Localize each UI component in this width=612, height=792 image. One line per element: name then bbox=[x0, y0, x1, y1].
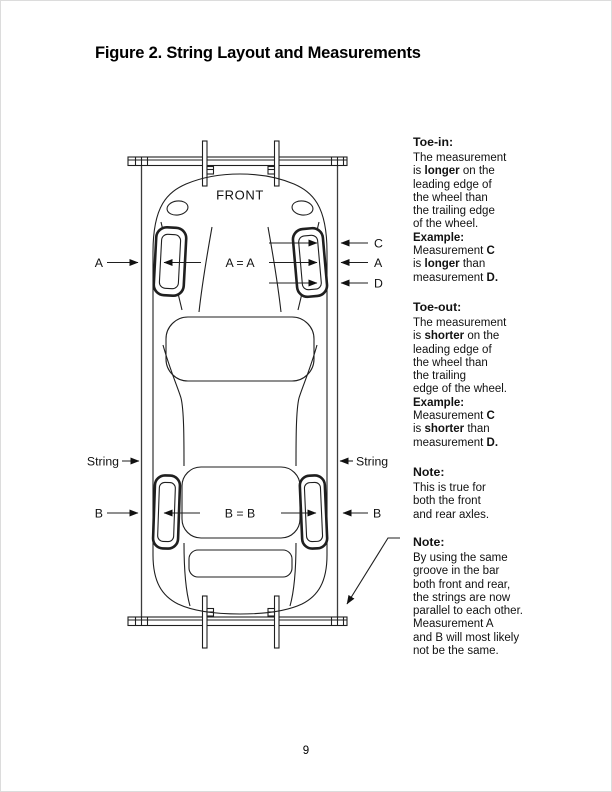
text-line: not be the same. bbox=[413, 645, 499, 658]
text-line: of the wheel. bbox=[413, 218, 479, 231]
text-line: the trailing edge bbox=[413, 205, 495, 218]
trunk-inset bbox=[188, 549, 293, 578]
text-line: measurement D. bbox=[413, 436, 499, 449]
text-line: By using the same bbox=[413, 552, 508, 564]
text-line: is longer on the bbox=[413, 165, 495, 178]
text-line: measurement D. bbox=[413, 271, 499, 284]
text-line: The measurement bbox=[413, 317, 507, 329]
text-line: is shorter on the bbox=[413, 330, 500, 343]
toe-in-section: Toe-in: The measurement is longer on the… bbox=[413, 135, 578, 285]
label-c: C bbox=[374, 237, 383, 251]
text-line: parallel to each other. bbox=[413, 605, 523, 618]
note-groove-section: Note: By using the same groove in the ba… bbox=[413, 535, 578, 658]
alignment-bar-front bbox=[127, 156, 348, 167]
tire-rear-left bbox=[151, 474, 182, 550]
jack-stand-front-right bbox=[267, 140, 280, 187]
text-line: edge of the wheel. bbox=[413, 383, 507, 396]
headlight-left bbox=[166, 200, 189, 216]
cabin-side-right bbox=[295, 344, 318, 467]
tire-rear-right bbox=[298, 474, 329, 550]
label-string-right: String bbox=[356, 455, 388, 469]
text-line: groove in the bar bbox=[413, 565, 500, 578]
text-line: the strings are now bbox=[413, 591, 511, 604]
jack-stand-front-left bbox=[201, 140, 215, 187]
tire-front-left bbox=[152, 225, 188, 298]
front-label: FRONT bbox=[216, 188, 264, 203]
toe-in-heading: Toe-in: bbox=[413, 135, 454, 149]
rear-window bbox=[181, 466, 301, 539]
text-line: Measurement C bbox=[413, 245, 495, 258]
front-equation-label: A = A bbox=[225, 256, 255, 270]
text-line: leading edge of bbox=[413, 343, 492, 356]
rear-equation-label: B = B bbox=[225, 507, 255, 521]
page-number: 9 bbox=[302, 745, 310, 757]
alignment-bar-rear bbox=[127, 616, 348, 627]
cabin-side-left bbox=[162, 344, 185, 467]
text-line: and rear axles. bbox=[413, 508, 490, 521]
note-axles-heading: Note: bbox=[413, 465, 445, 479]
label-a-left: A bbox=[95, 256, 104, 270]
text-line: both front and rear, bbox=[413, 578, 511, 591]
headlight-right bbox=[291, 200, 314, 216]
label-b-left: B bbox=[95, 507, 103, 521]
text-line: This is true for bbox=[413, 482, 486, 494]
text-line: the wheel than bbox=[413, 356, 488, 369]
text-line: Measurement C bbox=[413, 410, 495, 423]
hood-line-left-inner bbox=[198, 226, 213, 313]
text-line: the trailing bbox=[413, 370, 467, 383]
text-line: is shorter than bbox=[413, 423, 490, 436]
trunk-side-right bbox=[289, 542, 297, 607]
note-groove-heading: Note: bbox=[413, 535, 445, 549]
toe-out-heading: Toe-out: bbox=[413, 300, 462, 314]
text-line: Example: bbox=[413, 396, 465, 409]
label-d: D bbox=[374, 277, 383, 291]
toe-out-section: Toe-out: The measurement is shorter on t… bbox=[413, 300, 578, 450]
text-line: both the front bbox=[413, 495, 481, 508]
text-line: leading edge of bbox=[413, 178, 492, 191]
text-line: the wheel than bbox=[413, 191, 488, 204]
label-string-left: String bbox=[87, 455, 119, 469]
windshield bbox=[165, 316, 315, 382]
text-line: The measurement bbox=[413, 152, 507, 164]
figure-title: Figure 2. String Layout and Measurements bbox=[95, 44, 421, 62]
label-b-right: B bbox=[373, 507, 381, 521]
trunk-side-left bbox=[183, 542, 191, 607]
text-line: Example: bbox=[413, 231, 465, 244]
text-line: is longer than bbox=[413, 258, 486, 271]
text-line: Measurement A bbox=[413, 618, 494, 631]
text-line: and B will most likely bbox=[413, 631, 520, 644]
note-leader-line bbox=[346, 537, 400, 605]
label-a-right: A bbox=[374, 256, 383, 270]
note-axles-section: Note: This is true for both the front an… bbox=[413, 465, 578, 522]
hood-line-right-inner bbox=[267, 226, 282, 313]
